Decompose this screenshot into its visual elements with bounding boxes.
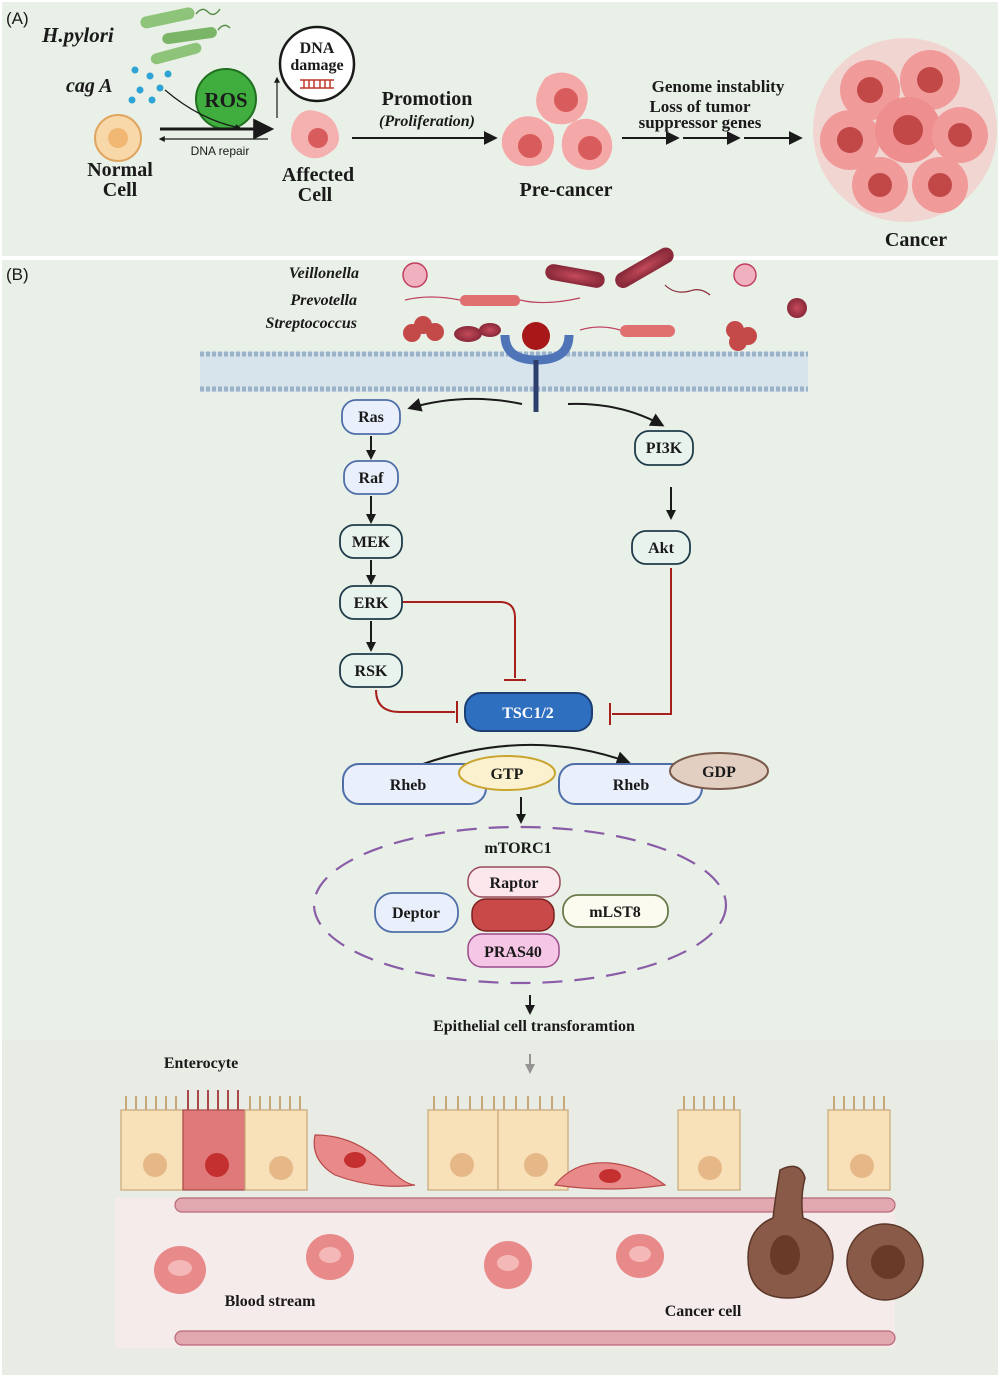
svg-text:Akt: Akt	[648, 540, 674, 557]
node-mek: MEK	[339, 524, 403, 559]
dna-repair-label: DNA repair	[191, 144, 250, 158]
svg-text:Raf: Raf	[359, 470, 385, 487]
inhibition-lines	[375, 568, 672, 725]
dna-strand-icon	[300, 79, 334, 89]
svg-text:PRAS40: PRAS40	[484, 944, 542, 961]
promotion-label: Promotion	[382, 88, 473, 110]
node-rheb-gtp: Rheb	[342, 763, 487, 805]
pre-cancer-cells-icon	[501, 72, 613, 170]
bacteria-streptococcus: Streptococcus	[265, 315, 357, 332]
node-gdp: GDP	[669, 752, 769, 790]
node-tsc: TSC1/2	[464, 692, 593, 732]
microbiota-bacteria-icon	[402, 247, 807, 351]
node-rheb-gdp: Rheb	[558, 763, 703, 805]
node-mlst8: mLST8	[562, 894, 669, 928]
svg-text:GTP: GTP	[491, 766, 524, 783]
affected-cell-line1: Affected	[282, 164, 354, 186]
node-ras: Ras	[341, 399, 401, 435]
epithelial-label: Epithelial cell transforamtion	[433, 1018, 635, 1035]
svg-text:Raptor: Raptor	[490, 875, 539, 892]
node-raf: Raf	[343, 460, 399, 495]
normal-cell-line2: Cell	[103, 179, 138, 201]
receptor-icon	[500, 322, 574, 412]
svg-text:mLST8: mLST8	[589, 904, 641, 921]
red-blood-cells	[154, 1234, 664, 1294]
affected-cell-icon	[291, 110, 339, 159]
cancer-cell-label: Cancer cell	[665, 1303, 742, 1320]
loss-of-tumor-label: Loss of tumor	[649, 97, 751, 116]
pre-cancer-label: Pre-cancer	[520, 179, 613, 201]
svg-text:MEK: MEK	[352, 534, 391, 551]
node-pi3k: PI3K	[634, 430, 694, 466]
genome-instability-label: Genome instablity	[652, 77, 785, 96]
svg-text:Deptor: Deptor	[392, 905, 440, 922]
panel-b-label: (B)	[6, 265, 29, 284]
mtor-kinase	[471, 898, 555, 932]
cag-a-label: cag A	[66, 75, 112, 97]
h-pylori-label: H.pylori	[41, 23, 114, 47]
cancer-label: Cancer	[885, 229, 947, 251]
node-pras40: PRAS40	[467, 933, 560, 968]
svg-text:Ras: Ras	[358, 409, 384, 426]
bacteria-veillonella: Veillonella	[289, 265, 359, 282]
normal-cell-line1: Normal	[87, 159, 153, 181]
dna-damage-circle	[278, 25, 356, 103]
dna-damage-line2: damage	[290, 57, 343, 74]
svg-text:Rheb: Rheb	[613, 777, 650, 794]
node-raptor: Raptor	[467, 866, 561, 898]
enterocyte-cells	[120, 1090, 891, 1191]
suppressor-genes-label: suppressor genes	[639, 113, 762, 132]
panel-a-label: (A)	[6, 9, 29, 28]
affected-cell-line2: Cell	[298, 184, 333, 206]
svg-text:PI3K: PI3K	[646, 440, 683, 457]
vessel-walls	[174, 1197, 896, 1346]
mtorc1-label: mTORC1	[484, 840, 551, 857]
svg-text:ERK: ERK	[354, 595, 389, 612]
mtorc1-boundary	[312, 825, 728, 985]
bacteria-prevotella: Prevotella	[289, 292, 357, 309]
node-deptor: Deptor	[374, 892, 459, 933]
svg-text:RSK: RSK	[355, 663, 388, 680]
cag-a-dots-icon	[128, 66, 172, 104]
node-rsk: RSK	[339, 653, 403, 688]
cell-membrane	[200, 351, 808, 392]
enterocyte-label: Enterocyte	[164, 1055, 238, 1072]
h-pylori-bacteria-icon	[140, 7, 231, 65]
dna-damage-line1: DNA	[300, 40, 335, 57]
proliferation-label: (Proliferation)	[379, 113, 475, 130]
blood-stream-label: Blood stream	[225, 1293, 316, 1310]
cancer-cells-icon	[747, 1165, 924, 1301]
svg-text:TSC1/2: TSC1/2	[502, 705, 554, 722]
node-erk: ERK	[339, 585, 403, 620]
ros-label: ROS	[204, 88, 247, 112]
cancer-cluster-icon	[813, 38, 997, 222]
node-akt: Akt	[631, 530, 691, 565]
svg-text:Rheb: Rheb	[390, 777, 427, 794]
svg-text:GDP: GDP	[702, 764, 736, 781]
node-gtp: GTP	[458, 755, 556, 791]
